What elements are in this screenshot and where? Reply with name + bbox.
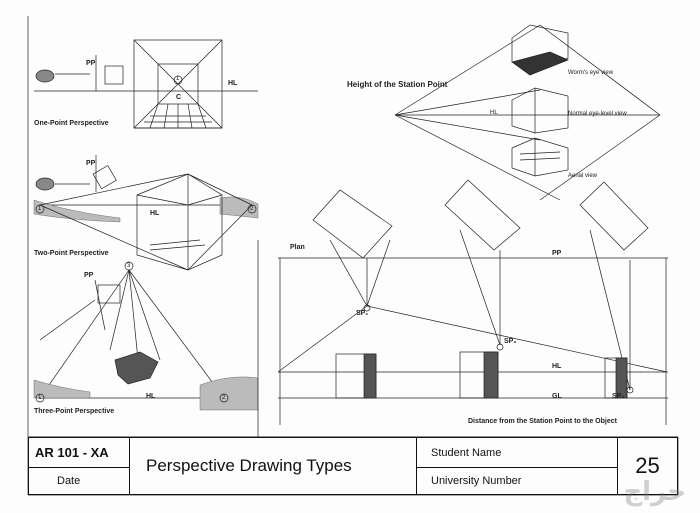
title-block-sheet-number-cell: 25: [617, 437, 678, 495]
label-center: C: [176, 94, 182, 101]
label-pp-one: PP: [86, 60, 96, 67]
circle-label-2-three: 2: [222, 395, 226, 401]
circle-label-1-two: 1: [38, 206, 42, 212]
title-block-title-cell: Perspective Drawing Types: [129, 437, 417, 495]
station-point-height-diagram: [394, 24, 661, 201]
caption-three-point: Three-Point Perspective: [34, 408, 115, 415]
student-name-label: Student Name: [431, 446, 502, 459]
label-hl-station: HL: [490, 110, 498, 116]
university-number-label: University Number: [431, 475, 522, 487]
label-sp1: SP₁: [356, 310, 369, 317]
label-pp-two: PP: [86, 160, 96, 167]
label-pp-bottom: PP: [552, 250, 562, 257]
date-label: Date: [57, 475, 81, 487]
label-pp-three: PP: [84, 272, 94, 279]
title-block-date-cell: Date: [28, 467, 130, 495]
title-block-student-cell: Student Name: [416, 437, 618, 468]
caption-one-point: One-Point Perspective: [34, 120, 109, 127]
label-hl-two: HL: [150, 210, 160, 217]
label-normal-eye: Normal eye-level view: [568, 111, 627, 117]
course-code: AR 101 - XA: [35, 445, 109, 460]
two-point-perspective: [33, 155, 259, 271]
label-hl-bottom: HL: [552, 363, 562, 370]
station-distance-diagram: [277, 179, 668, 425]
title-block-university-cell: University Number: [416, 467, 618, 495]
label-worms-eye: Worm's eye view: [568, 70, 614, 76]
title-block-course-cell: AR 101 - XA: [28, 437, 130, 468]
label-hl-one: HL: [228, 80, 238, 87]
caption-station-height: Height of the Station Point: [347, 80, 448, 89]
label-sp3: SP₃: [612, 393, 625, 400]
label-plan: Plan: [290, 244, 305, 251]
circle-label-1-three: 1: [38, 395, 42, 401]
three-point-perspective: [33, 240, 259, 437]
sheet-number: 25: [635, 453, 660, 478]
caption-two-point: Two-Point Perspective: [34, 250, 109, 257]
circle-label-1-one: 1: [176, 76, 180, 82]
label-gl-bottom: GL: [552, 393, 562, 400]
sheet-title: Perspective Drawing Types: [146, 456, 352, 475]
label-hl-three: HL: [146, 393, 156, 400]
label-sp2: SP₂: [504, 338, 517, 345]
watermark-text: حراج: [623, 477, 686, 507]
circle-label-3-three: 3: [127, 263, 131, 269]
one-point-perspective: [34, 39, 258, 129]
caption-distance: Distance from the Station Point to the O…: [468, 418, 617, 425]
circle-label-2-two: 2: [250, 206, 254, 212]
label-aerial: Aerial view: [568, 173, 598, 179]
